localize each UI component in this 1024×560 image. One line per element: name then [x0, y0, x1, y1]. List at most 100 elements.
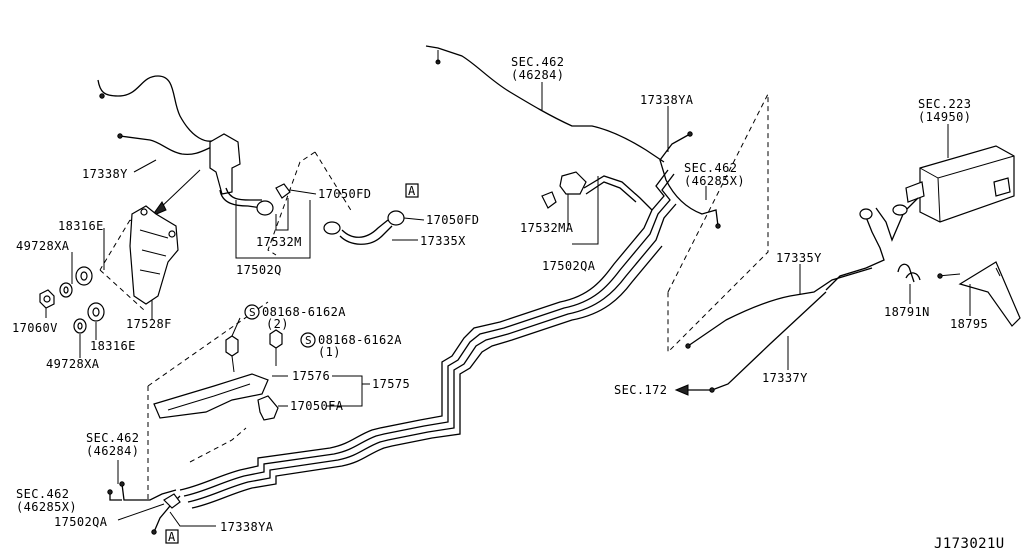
hose-end-dot	[117, 133, 123, 139]
label-18791n: 18791N	[884, 305, 930, 319]
label-18316e-top: 18316E	[58, 219, 104, 233]
label-17528f: 17528F	[126, 317, 172, 331]
label-bolt-08168-2: 08168-6162A	[262, 305, 346, 319]
hose-17335y	[687, 267, 873, 347]
label-17060v: 17060V	[12, 321, 58, 335]
washer-hole	[63, 286, 69, 294]
leader-17502qa-mid	[572, 176, 599, 245]
label-bolt-08168-1: 08168-6162A	[318, 333, 402, 347]
hose-end-dot	[107, 489, 113, 495]
grommet-hole	[80, 271, 88, 281]
label-sec462-low: SEC.462	[86, 431, 139, 445]
canister-edge	[919, 155, 1015, 223]
hose-clamp	[859, 208, 873, 220]
bracket-17576-detail	[167, 383, 251, 411]
canister-14950	[919, 145, 1015, 223]
bracket-bolt	[168, 230, 176, 238]
canister-bracket	[993, 177, 1011, 197]
hose-17338y-lower	[119, 135, 215, 156]
label-box-a-top: A	[408, 184, 416, 198]
label-49728xa-top: 49728XA	[16, 239, 70, 253]
arrow-sec172	[674, 384, 689, 396]
line-sec462-top	[425, 45, 665, 163]
label-sec462-top-sub: (46284)	[511, 68, 564, 82]
bolt-symbol-circle-1	[300, 332, 316, 348]
pipe-main-3	[187, 203, 677, 503]
clip-17502qa-bot	[163, 493, 181, 509]
clip-17050fd-right	[387, 210, 405, 226]
hose-clamp	[892, 204, 908, 216]
bolt-leader	[231, 317, 241, 337]
leader-17050fd-2	[403, 217, 425, 221]
clip-17050fa	[257, 395, 279, 421]
line-sec462-low	[121, 483, 177, 501]
grommet-hole	[92, 307, 100, 317]
hose-end-dot	[709, 387, 715, 393]
pipe-17502q-b	[225, 187, 262, 201]
hose-17338ya-top	[659, 133, 719, 227]
leader-17502qa-bot	[117, 503, 165, 521]
bracket-17528f	[129, 205, 179, 305]
bracket-17576	[153, 373, 269, 419]
label-17575: 17575	[372, 377, 410, 391]
pipe-main-4	[191, 245, 663, 509]
clip-17050fd-hose	[323, 221, 341, 235]
label-17576: 17576	[292, 369, 330, 383]
leader-17338ya-bot	[169, 511, 216, 527]
label-49728xa-bot: 49728XA	[46, 357, 100, 371]
clip-17532ma-side	[541, 191, 557, 209]
label-17532ma: 17532MA	[520, 221, 574, 235]
leader-17050fd-1	[289, 189, 317, 195]
pipe-main-1	[179, 169, 669, 491]
filter-18795	[958, 261, 1021, 327]
label-17338ya-bot: 17338YA	[220, 520, 274, 534]
connector-17532m	[256, 200, 274, 216]
pipe-17502qa-top-b	[585, 181, 637, 203]
bolt-08168-1	[269, 329, 283, 349]
label-sec462-mid-sub: (46285X)	[684, 174, 745, 188]
nut-hole	[43, 295, 51, 303]
bracket-detail	[139, 229, 169, 275]
label-18316e-bot: 18316E	[90, 339, 136, 353]
dash-outline-top-center	[267, 151, 353, 256]
hose-canister-2	[875, 197, 919, 242]
hose-17337y	[711, 291, 827, 391]
hose-17335x-b	[341, 219, 389, 238]
label-box-a-bot: A	[168, 530, 176, 544]
hose-end-dot	[119, 481, 125, 487]
leader-17575	[326, 375, 370, 407]
label-17335y: 17335Y	[776, 251, 822, 265]
label-17050fd-1: 17050FD	[318, 187, 371, 201]
label-bolt-qty-2: (2)	[266, 317, 289, 331]
hose-end-dot	[99, 93, 105, 99]
hose-18791n-b	[905, 272, 921, 281]
hose-end-dot	[937, 273, 943, 279]
pipe-17502q	[219, 189, 263, 209]
hose-end-dot	[715, 223, 721, 229]
label-17050fd-2: 17050FD	[426, 213, 479, 227]
bolt-shank	[231, 355, 235, 373]
label-17338y: 17338Y	[82, 167, 128, 181]
hose-end-dot	[685, 343, 691, 349]
bolt-symbol-circle-2	[244, 304, 260, 320]
hose-17338y	[97, 75, 217, 142]
arrow-head	[150, 201, 167, 218]
label-sec462-top: SEC.462	[511, 55, 564, 69]
hose-end-dot	[151, 529, 157, 535]
label-sec462-low-sub: (46284)	[86, 444, 139, 458]
connector-17532ma	[559, 171, 587, 195]
diagram-id: J173021U	[934, 536, 1005, 552]
label-18795: 18795	[950, 317, 988, 331]
label-17050fa: 17050FA	[290, 399, 344, 413]
label-sec223: SEC.223	[918, 97, 971, 111]
dash-outline-right	[667, 93, 769, 354]
leader-17532m	[275, 198, 289, 231]
label-sec462-mid: SEC.462	[684, 161, 737, 175]
label-17532m: 17532M	[256, 235, 302, 249]
canister-port	[905, 181, 925, 203]
hose-17335x	[339, 225, 393, 245]
bracket-17502q	[209, 133, 241, 195]
label-bolt-qty-1: (1)	[318, 345, 341, 359]
label-sec462-bot: SEC.462	[16, 487, 69, 501]
